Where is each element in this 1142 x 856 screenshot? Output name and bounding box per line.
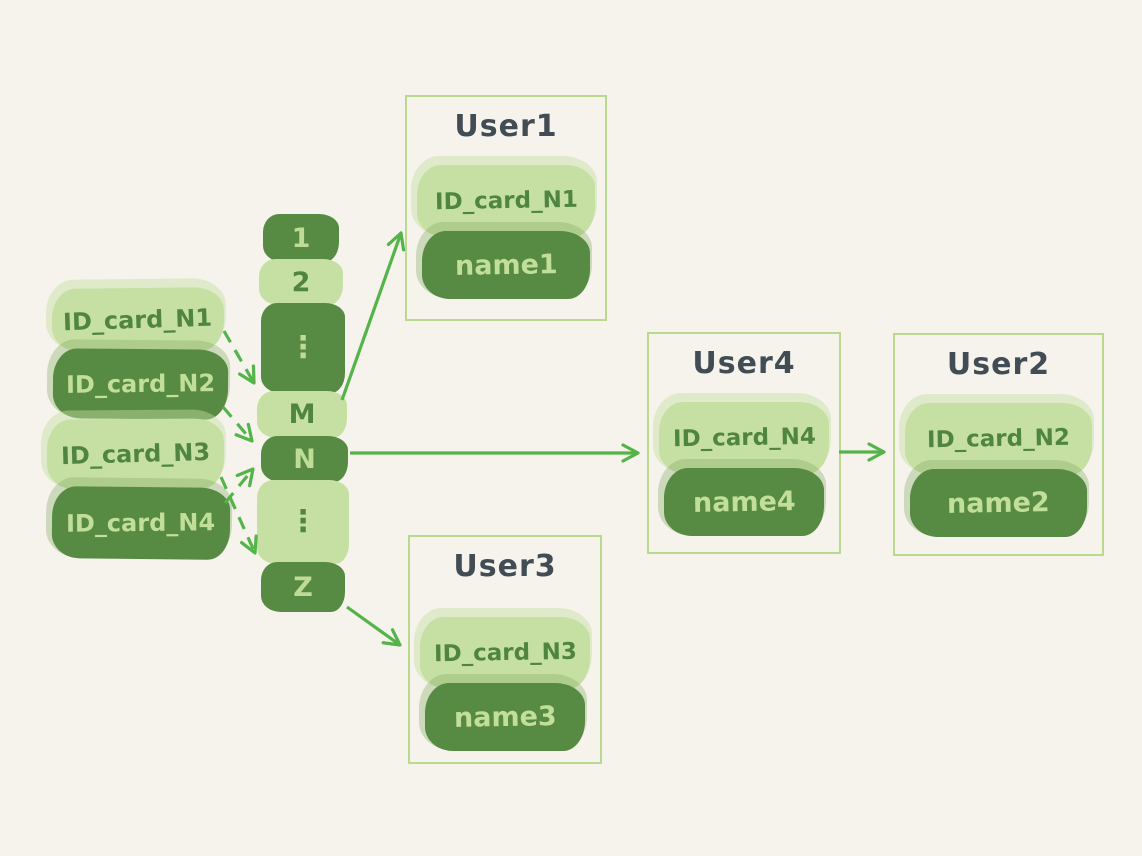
- user2-name-label: name2: [946, 486, 1051, 520]
- user1-box: User1 ID_card_N1 name1: [405, 95, 607, 321]
- user3-idcard-label: ID_card_N3: [433, 638, 577, 668]
- edge-bucket-m-to-user1: [340, 231, 406, 401]
- bucket-m: M: [257, 391, 347, 438]
- idcard-pill-n1-label: ID_card_N1: [63, 303, 213, 336]
- idcard-pill-n3: ID_card_N3: [46, 418, 225, 490]
- edge-idcard-n1-to-bucket-m: [222, 330, 256, 385]
- user2-idcard-pill: ID_card_N2: [905, 403, 1092, 475]
- idcard-pill-n4-label: ID_card_N4: [66, 508, 216, 538]
- user3-box: User3 ID_card_N3 name3: [408, 535, 602, 764]
- edge-idcard-n2-to-bucket-n: [221, 405, 254, 443]
- edge-idcard-n4-to-bucket-n: [223, 467, 255, 505]
- user2-idcard-label: ID_card_N2: [926, 424, 1071, 454]
- user4-idcard-label: ID_card_N4: [672, 423, 816, 453]
- bucket-2: 2: [259, 259, 343, 305]
- idcard-pill-n4: ID_card_N4: [51, 486, 231, 560]
- user1-name-label: name1: [454, 248, 558, 282]
- idcard-pill-n1: ID_card_N1: [51, 287, 225, 352]
- user3-idcard-pill: ID_card_N3: [420, 617, 590, 689]
- user2-name-pill: name2: [910, 469, 1087, 537]
- bucket-z: Z: [261, 562, 345, 612]
- bucket-m-label: M: [288, 399, 316, 430]
- bucket-1: 1: [263, 214, 339, 262]
- idcard-pill-n2-label: ID_card_N2: [65, 369, 216, 399]
- bucket-z-label: Z: [293, 571, 313, 603]
- user3-title: User3: [453, 549, 557, 584]
- bucket-ellipsis-top: ⋮: [261, 303, 345, 393]
- user1-idcard-pill: ID_card_N1: [417, 165, 595, 237]
- bucket-1-label: 1: [291, 222, 311, 254]
- bucket-ellipsis-top-label: ⋮: [288, 330, 318, 365]
- bucket-2-label: 2: [291, 266, 311, 298]
- user4-box: User4 ID_card_N4 name4: [647, 332, 841, 554]
- user3-name-label: name3: [453, 700, 557, 734]
- user1-idcard-label: ID_card_N1: [434, 186, 578, 216]
- user2-box: User2 ID_card_N2 name2: [893, 333, 1104, 556]
- user4-idcard-pill: ID_card_N4: [659, 402, 829, 474]
- user3-name-pill: name3: [425, 683, 585, 751]
- user1-name-pill: name1: [422, 231, 590, 299]
- bucket-ellipsis-bottom: ⋮: [257, 480, 349, 564]
- user4-name-pill: name4: [664, 468, 824, 536]
- user4-name-label: name4: [692, 485, 796, 519]
- edge-bucket-z-to-user3: [346, 605, 402, 647]
- bucket-ellipsis-bottom-label: ⋮: [288, 504, 318, 539]
- user2-title: User2: [946, 347, 1051, 382]
- idcard-pill-n2: ID_card_N2: [52, 348, 229, 420]
- idcard-pill-n3-label: ID_card_N3: [60, 437, 211, 471]
- bucket-n: N: [261, 436, 348, 482]
- user1-title: User1: [454, 109, 558, 144]
- user4-title: User4: [692, 346, 796, 381]
- bucket-n-label: N: [293, 443, 316, 475]
